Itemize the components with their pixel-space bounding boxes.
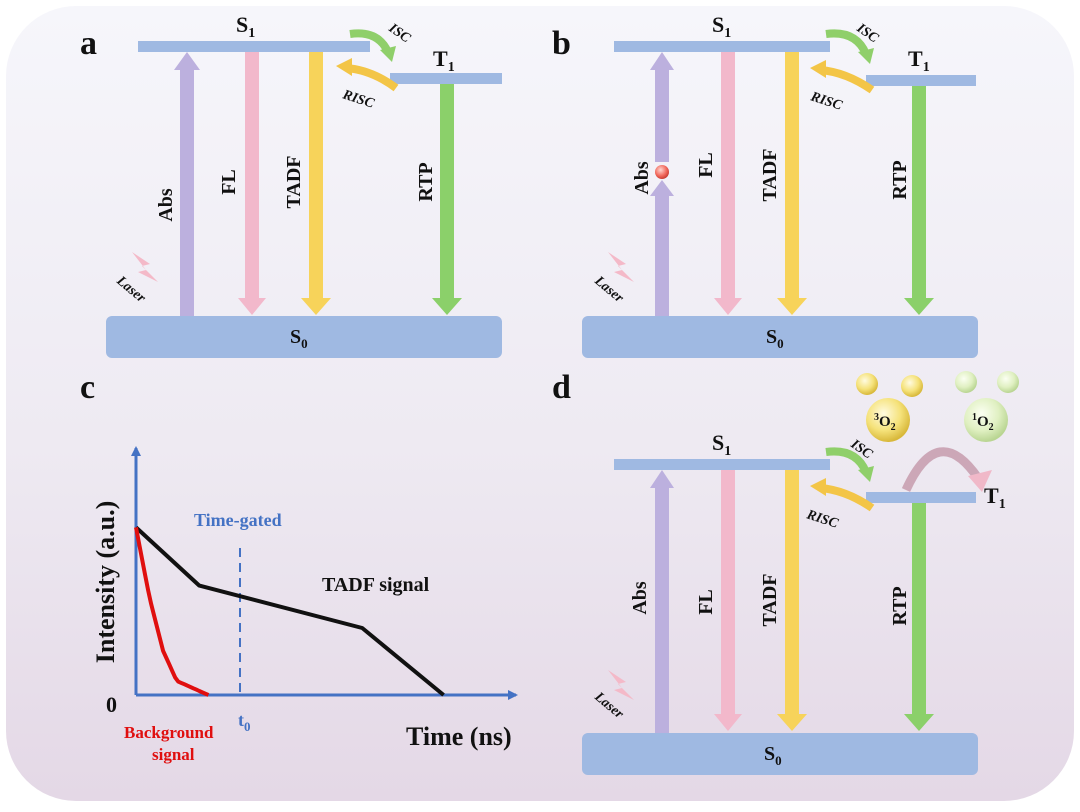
abs-arrow-upper: [650, 52, 674, 162]
energy-transfer-arrowhead: [968, 470, 992, 492]
background: [6, 6, 1074, 801]
rtp-arrow: [904, 503, 934, 731]
triplet-oxygen-label: 3O2: [874, 412, 896, 433]
tadf-arrow: [777, 470, 807, 731]
rtp-label: RTP: [415, 162, 437, 201]
oxygen-atom-icon: [997, 371, 1019, 393]
fl-arrow: [238, 52, 266, 315]
background-signal-curve: [134, 527, 210, 697]
x-axis-label: Time (ns): [406, 722, 512, 751]
laser-icon: [608, 670, 634, 700]
oxygen-atom-icon: [856, 373, 878, 395]
panel-d-label: d: [552, 369, 571, 406]
s0-label: S0: [766, 326, 784, 351]
risc-arrowhead: [336, 58, 352, 76]
panel-b-label: b: [552, 25, 571, 62]
fl-label: FL: [218, 169, 240, 195]
s1-label: S1: [236, 12, 255, 41]
tadf-arrow: [777, 52, 807, 315]
t1-level: [866, 75, 976, 86]
isc-arrow: [825, 447, 870, 474]
oxygen-atom-icon: [955, 371, 977, 393]
abs-arrow-lower: [650, 180, 674, 316]
tadf-arrow: [301, 52, 331, 315]
abs-arrow: [650, 470, 674, 733]
t1-level: [866, 492, 976, 503]
time-gated-label: Time-gated: [194, 510, 282, 530]
laser-icon: [132, 252, 158, 282]
fl-label: FL: [695, 589, 717, 615]
t1-level: [390, 73, 502, 84]
rtp-arrow: [432, 84, 462, 315]
t1-label: T1: [433, 46, 455, 75]
triplet-oxygen-icon: [866, 398, 910, 442]
s0-label: S0: [290, 326, 308, 351]
oxygen-atom-icon: [901, 375, 923, 397]
s1-label: S1: [712, 430, 731, 459]
isc-arrowhead: [380, 46, 396, 62]
abs-label: Abs: [629, 581, 651, 615]
singlet-oxygen-icon: [964, 398, 1008, 442]
y-axis-label: Intensity (a.u.): [91, 501, 120, 664]
background-signal-label-1: Background: [124, 723, 214, 742]
electron-icon: [655, 165, 669, 179]
origin-label: 0: [106, 692, 117, 717]
panel-b: b S1 T1 S0 Abs FL TADF RTP ISC RISC Lase…: [552, 12, 978, 358]
singlet-oxygen-label: 1O2: [972, 412, 994, 433]
tadf-signal-curve: [134, 525, 445, 697]
t0-label: t0: [238, 710, 251, 734]
abs-arrow: [174, 52, 200, 316]
s1-level: [614, 459, 830, 470]
s1-level: [138, 41, 370, 52]
background-signal-label-2: signal: [152, 745, 195, 764]
s0-level: [106, 316, 502, 358]
fl-arrow: [714, 52, 742, 315]
fl-arrow: [714, 470, 742, 731]
rtp-arrow: [904, 86, 934, 315]
tadf-label: TADF: [283, 156, 305, 209]
isc-arrow: [825, 29, 870, 56]
isc-arrowhead: [858, 466, 874, 482]
rtp-label: RTP: [889, 160, 911, 199]
s0-label: S0: [764, 743, 782, 768]
tadf-signal-label: TADF signal: [322, 574, 430, 596]
t1-label: T1: [984, 483, 1006, 512]
fl-label: FL: [695, 152, 717, 178]
s0-level: [582, 316, 978, 358]
t1-label: T1: [908, 46, 930, 75]
panel-c-label: c: [80, 369, 95, 406]
risc-arrowhead: [810, 60, 826, 78]
abs-label: Abs: [631, 161, 653, 195]
s1-level: [614, 41, 830, 52]
energy-transfer-arc: [901, 447, 982, 492]
abs-label: Abs: [155, 188, 177, 222]
tadf-label: TADF: [759, 574, 781, 627]
risc-arrowhead: [810, 478, 826, 496]
panel-c: c Intensity (a.u.) Time (ns) 0 Time-gate…: [80, 369, 518, 764]
rtp-label: RTP: [889, 586, 911, 625]
s1-label: S1: [712, 12, 731, 41]
panel-a: a S1 T1 S0 Abs FL TADF RTP ISC RISC Lase…: [80, 12, 502, 358]
s0-level: [582, 733, 978, 775]
isc-arrowhead: [858, 48, 874, 64]
laser-icon: [608, 252, 634, 282]
tadf-label: TADF: [759, 149, 781, 202]
panel-a-label: a: [80, 25, 97, 62]
